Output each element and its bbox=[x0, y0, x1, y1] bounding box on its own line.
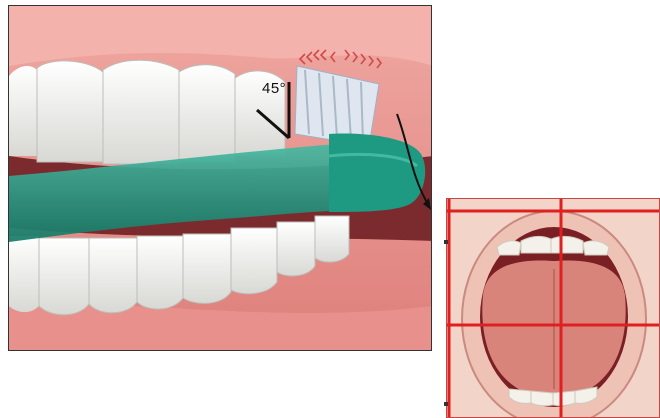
tick-mark bbox=[444, 240, 448, 244]
tongue-drawing bbox=[447, 199, 660, 418]
tongue-illustration bbox=[446, 198, 660, 418]
toothbrush-illustration: 45° bbox=[8, 5, 432, 351]
toothbrush-drawing bbox=[9, 6, 432, 351]
tick-mark bbox=[444, 402, 448, 406]
upper-teeth bbox=[9, 60, 285, 164]
angle-label: 45° bbox=[262, 80, 286, 97]
